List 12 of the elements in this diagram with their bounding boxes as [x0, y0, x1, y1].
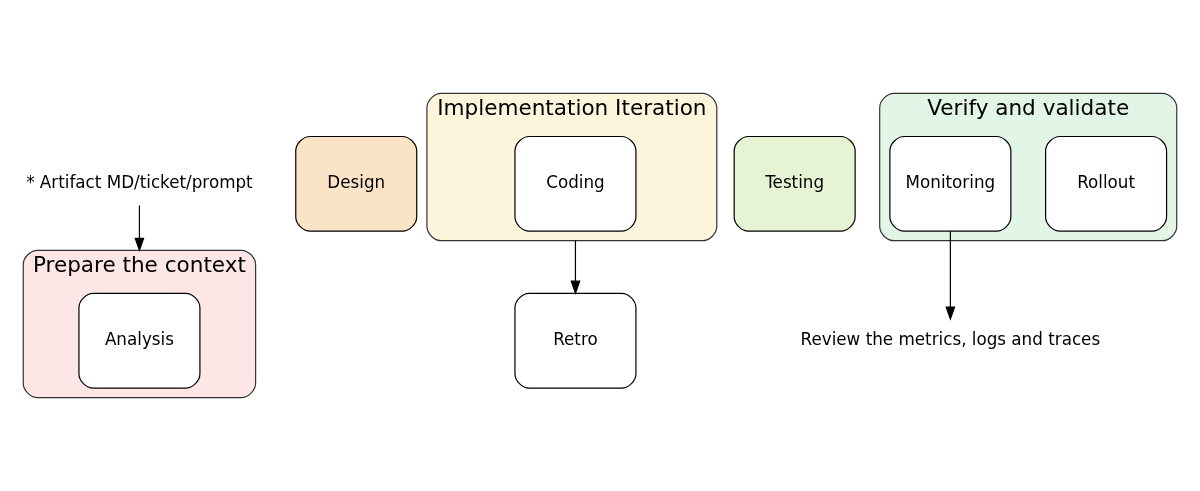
arrow [945, 230, 956, 321]
node-text: Review the metrics, logs and traces [800, 329, 1101, 350]
node-box: Analysis [78, 292, 201, 389]
node-box: Design [295, 135, 418, 232]
node-text: * Artifact MD/ticket/prompt [26, 172, 253, 193]
node-box: Retro [514, 292, 637, 389]
node-box: Testing [733, 135, 856, 232]
arrow [570, 240, 581, 295]
node-box: Monitoring [889, 135, 1012, 232]
arrow [134, 204, 145, 253]
node-box: Rollout [1045, 135, 1168, 232]
node-box: Coding [514, 135, 637, 232]
